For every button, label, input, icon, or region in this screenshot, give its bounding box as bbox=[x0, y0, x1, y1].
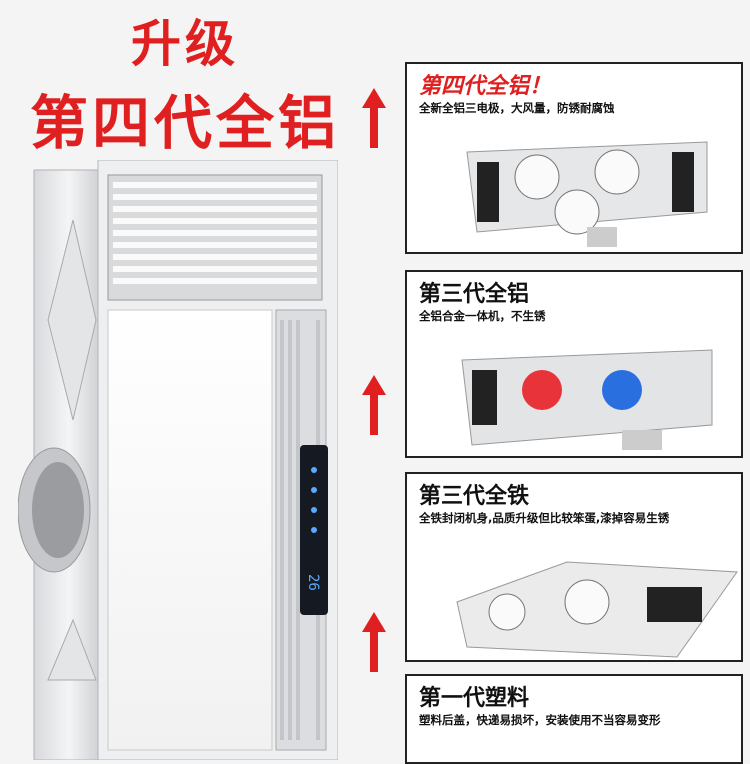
generation-card-4-aluminum: 第四代全铝！ 全新全铝三电极，大风量，防锈耐腐蚀 bbox=[405, 62, 743, 254]
card-desc: 全新全铝三电极，大风量，防锈耐腐蚀 bbox=[419, 101, 615, 115]
upgrade-arrow-icon bbox=[362, 612, 386, 672]
card-desc: 全铝合金一体机，不生锈 bbox=[419, 309, 546, 323]
generation-card-3-iron: 第三代全铁 全铁封闭机身,品质升级但比较笨蛋,漆掉容易生锈 bbox=[405, 472, 743, 662]
card-desc: 塑料后盖，快递易损坏，安装使用不当容易变形 bbox=[419, 713, 661, 727]
card-title: 第四代全铝！ bbox=[419, 74, 552, 99]
product-illustration: 26 bbox=[18, 160, 338, 760]
product-image-4th-gen bbox=[466, 141, 708, 247]
card-desc: 全铁封闭机身,品质升级但比较笨蛋,漆掉容易生锈 bbox=[419, 511, 670, 525]
product-image-3rd-gen-aluminum bbox=[461, 349, 713, 450]
card-title: 第一代塑料 bbox=[419, 686, 530, 711]
card-title: 第三代全铝 bbox=[419, 282, 530, 307]
hero-title-line1: 升级 bbox=[131, 15, 239, 73]
generation-card-3-aluminum: 第三代全铝 全铝合金一体机，不生锈 bbox=[405, 270, 743, 458]
upgrade-arrow-icon bbox=[362, 88, 386, 148]
card-title: 第三代全铁 bbox=[419, 484, 530, 509]
hero-title-line2: 第四代全铝 bbox=[29, 89, 340, 157]
generation-card-1-plastic: 第一代塑料 塑料后盖，快递易损坏，安装使用不当容易变形 bbox=[405, 674, 743, 764]
display-digits: 26 bbox=[305, 574, 321, 591]
product-image-3rd-gen-iron bbox=[456, 561, 738, 658]
upgrade-arrow-icon bbox=[362, 375, 386, 435]
grille-slats bbox=[113, 182, 317, 284]
